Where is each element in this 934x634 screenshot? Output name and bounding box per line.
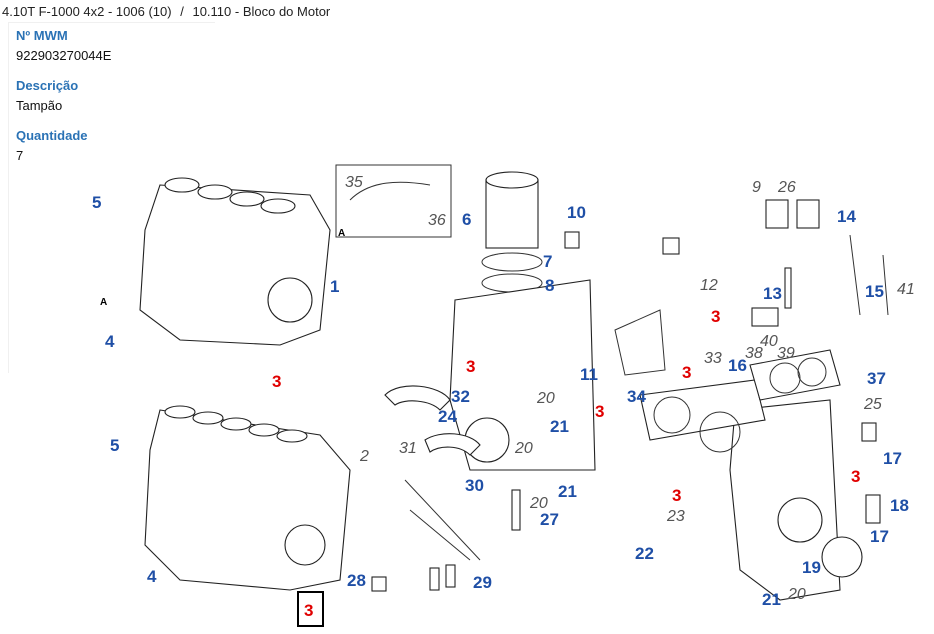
- callout-16[interactable]: 16: [728, 356, 747, 375]
- quantity-value: 7: [16, 148, 24, 163]
- callout-36[interactable]: 36: [428, 212, 446, 229]
- part-details-panel: Nº MWM 922903270044E Descrição Tampão Qu…: [8, 22, 215, 373]
- callout-2[interactable]: 2: [359, 448, 369, 465]
- callout-30[interactable]: 30: [465, 476, 484, 495]
- callout-5[interactable]: 5: [92, 193, 101, 212]
- cylinder-liner: [485, 179, 539, 249]
- callout-31[interactable]: 31: [399, 440, 417, 457]
- callout-27[interactable]: 27: [540, 510, 559, 529]
- callout-17[interactable]: 17: [883, 449, 902, 468]
- callout-3[interactable]: 3: [711, 307, 720, 326]
- callout-39[interactable]: 39: [777, 345, 795, 362]
- callout-5[interactable]: 5: [110, 436, 119, 455]
- breadcrumb-section: 10.110 - Bloco do Motor: [192, 4, 331, 19]
- selected-callout-box: [297, 591, 324, 627]
- callout-4[interactable]: 4: [147, 567, 157, 586]
- callout-33[interactable]: 33: [704, 350, 722, 367]
- callout-35[interactable]: 35: [345, 174, 363, 191]
- mwm-label: Nº MWM: [16, 28, 68, 43]
- callout-20[interactable]: 20: [514, 440, 533, 457]
- callout-23[interactable]: 23: [666, 508, 685, 525]
- callout-37[interactable]: 37: [867, 369, 886, 388]
- engine-block-6cyl: [144, 409, 351, 591]
- callout-25[interactable]: 25: [863, 396, 882, 413]
- breadcrumb: 4.10T F-1000 4x2 - 1006 (10) / 10.110 - …: [2, 4, 330, 19]
- diagram-artwork: [139, 164, 889, 627]
- callout-32[interactable]: 32: [451, 387, 470, 406]
- breadcrumb-model[interactable]: 4.10T F-1000 4x2 - 1006 (10): [2, 4, 172, 19]
- callout-28[interactable]: 28: [347, 571, 366, 590]
- callout-7[interactable]: 7: [543, 252, 552, 271]
- callout-21[interactable]: 21: [558, 482, 577, 501]
- callout-3[interactable]: 3: [272, 372, 281, 391]
- breadcrumb-separator: /: [180, 4, 184, 19]
- callout-A: A: [100, 297, 107, 308]
- callout-14[interactable]: 14: [837, 207, 856, 226]
- callout-6[interactable]: 6: [462, 210, 471, 229]
- engine-block-4cyl: [139, 184, 331, 346]
- callout-34[interactable]: 34: [627, 387, 646, 406]
- callout-15[interactable]: 15: [865, 282, 884, 301]
- callout-3[interactable]: 3: [304, 601, 313, 620]
- callout-13[interactable]: 13: [763, 284, 782, 303]
- mwm-value: 922903270044E: [16, 48, 112, 63]
- head-gasket: [639, 379, 766, 441]
- sensor-inset-box: [335, 164, 452, 238]
- callout-20[interactable]: 20: [787, 586, 806, 603]
- callout-3[interactable]: 3: [466, 357, 475, 376]
- quantity-label: Quantidade: [16, 128, 88, 143]
- callout-17[interactable]: 17: [870, 527, 889, 546]
- callout-41[interactable]: 41: [897, 281, 915, 298]
- callout-18[interactable]: 18: [890, 496, 909, 515]
- callout-26[interactable]: 26: [777, 179, 796, 196]
- callout-8[interactable]: 8: [545, 276, 554, 295]
- callout-1[interactable]: 1: [330, 277, 339, 296]
- callout-19[interactable]: 19: [802, 558, 821, 577]
- callout-20[interactable]: 20: [529, 495, 548, 512]
- callout-11[interactable]: 11: [580, 365, 598, 384]
- callout-29[interactable]: 29: [473, 573, 492, 592]
- callout-20[interactable]: 20: [536, 390, 555, 407]
- callout-3[interactable]: 3: [672, 486, 681, 505]
- description-value: Tampão: [16, 98, 63, 113]
- callout-A: A: [338, 228, 345, 239]
- callout-40[interactable]: 40: [760, 333, 778, 350]
- callout-21[interactable]: 21: [550, 417, 569, 436]
- callout-38[interactable]: 38: [745, 345, 763, 362]
- callout-12[interactable]: 12: [700, 277, 718, 294]
- callout-24[interactable]: 24: [438, 407, 457, 426]
- callout-9[interactable]: 9: [752, 179, 761, 196]
- callout-22[interactable]: 22: [635, 544, 654, 563]
- callout-3[interactable]: 3: [682, 363, 691, 382]
- callout-4[interactable]: 4: [105, 332, 115, 351]
- callout-21[interactable]: 21: [762, 590, 781, 609]
- description-label: Descrição: [16, 78, 79, 93]
- callout-3[interactable]: 3: [851, 467, 860, 486]
- engine-block-right: [729, 399, 841, 601]
- callout-10[interactable]: 10: [567, 203, 586, 222]
- callout-3[interactable]: 3: [595, 402, 604, 421]
